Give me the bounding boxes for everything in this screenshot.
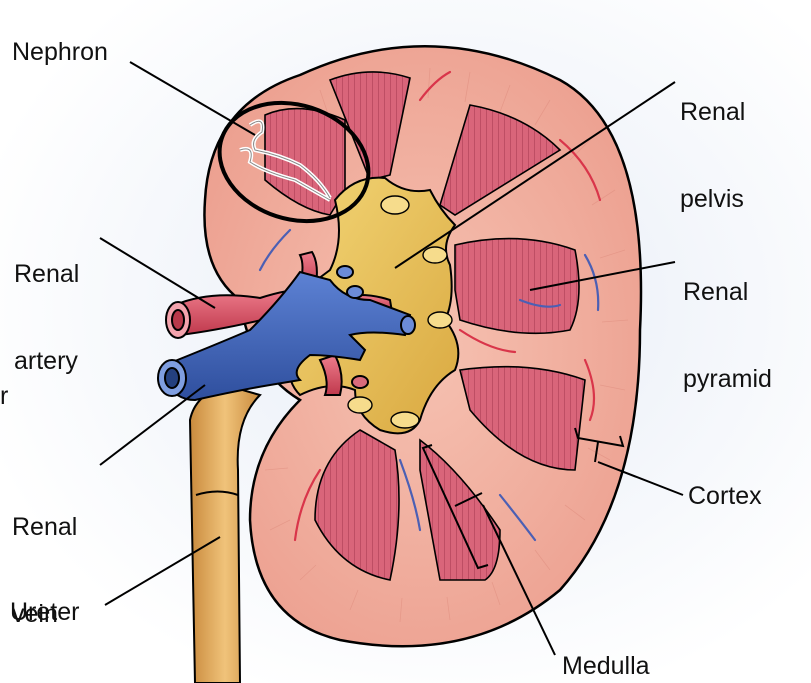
label-renal-pelvis-line2: pelvis: [680, 185, 745, 214]
label-renal-pelvis-line1: Renal: [680, 98, 745, 127]
label-ureter: Ureter: [10, 598, 79, 627]
label-renal-pyramid: Renal pyramid: [683, 220, 772, 452]
label-renal-pyramid-line1: Renal: [683, 278, 772, 307]
label-edge-fragment: r: [0, 382, 8, 411]
label-nephron: Nephron: [12, 38, 108, 67]
label-renal-artery-line1: Renal: [14, 260, 79, 289]
label-renal-pyramid-line2: pyramid: [683, 365, 772, 394]
label-medulla: Medulla: [562, 652, 650, 681]
label-cortex: Cortex: [688, 482, 762, 511]
label-renal-artery: Renal artery: [14, 202, 79, 434]
label-renal-artery-line2: artery: [14, 347, 79, 376]
label-renal-vein: Renal vein: [12, 455, 77, 683]
label-renal-vein-line1: Renal: [12, 513, 77, 542]
pyramid: [455, 239, 579, 334]
